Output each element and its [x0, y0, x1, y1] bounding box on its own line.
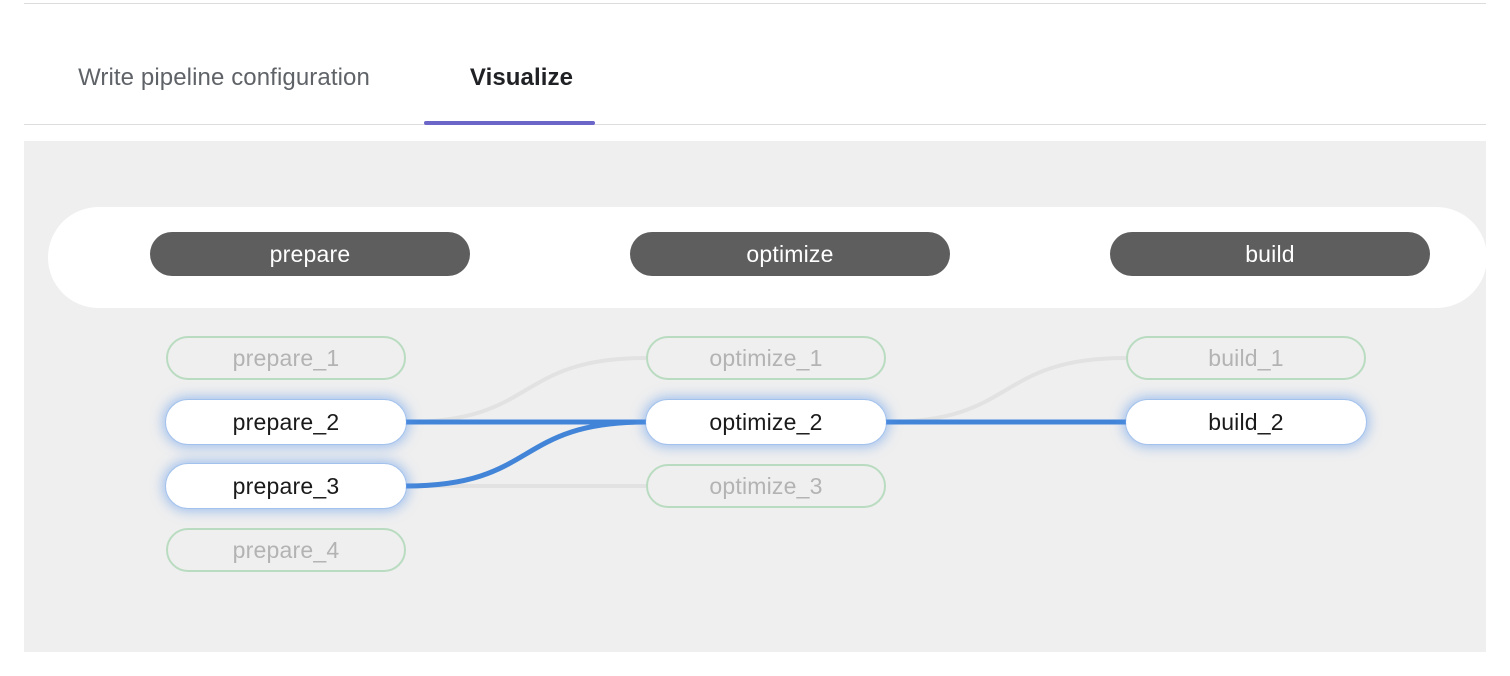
job-node-label: optimize_1 [709, 344, 823, 371]
job-node-label: build_2 [1208, 408, 1284, 435]
stage-pill-build[interactable]: build [1110, 232, 1430, 276]
job-node-prepare_3[interactable]: prepare_3 [166, 464, 406, 508]
tab-visualize[interactable]: Visualize [424, 30, 619, 125]
tab-bar: Write pipeline configuration Visualize [24, 30, 1486, 125]
tab-bar-divider [24, 124, 1486, 125]
job-node-prepare_4[interactable]: prepare_4 [166, 528, 406, 572]
tab-write-pipeline-configuration-label: Write pipeline configuration [78, 63, 370, 91]
tab-visualize-label: Visualize [469, 63, 574, 91]
stage-pill-label: build [1245, 240, 1295, 267]
job-node-optimize_1[interactable]: optimize_1 [646, 336, 886, 380]
job-node-label: prepare_1 [232, 344, 340, 371]
job-node-label: prepare_2 [232, 408, 340, 435]
tab-active-indicator [424, 121, 595, 125]
top-divider [24, 3, 1486, 4]
edge-prepare_2-to-optimize_1 [404, 356, 648, 424]
job-node-build_1[interactable]: build_1 [1126, 336, 1366, 380]
stage-pill-prepare[interactable]: prepare [150, 232, 470, 276]
job-node-label: build_1 [1208, 344, 1284, 371]
job-node-label: optimize_3 [709, 472, 823, 499]
edge-optimize_2-to-build_1 [884, 356, 1128, 424]
job-node-optimize_2[interactable]: optimize_2 [646, 400, 886, 444]
job-node-build_2[interactable]: build_2 [1126, 400, 1366, 444]
job-node-optimize_3[interactable]: optimize_3 [646, 464, 886, 508]
stage-pill-label: prepare [269, 240, 351, 267]
job-node-prepare_1[interactable]: prepare_1 [166, 336, 406, 380]
job-node-label: optimize_2 [709, 408, 823, 435]
job-node-label: prepare_4 [232, 536, 340, 563]
stage-pill-label: optimize [746, 240, 834, 267]
tab-write-pipeline-configuration[interactable]: Write pipeline configuration [24, 30, 424, 125]
edge-prepare_3-to-optimize_2 [403, 419, 649, 489]
job-node-prepare_2[interactable]: prepare_2 [166, 400, 406, 444]
job-node-label: prepare_3 [232, 472, 340, 499]
stage-pill-optimize[interactable]: optimize [630, 232, 950, 276]
